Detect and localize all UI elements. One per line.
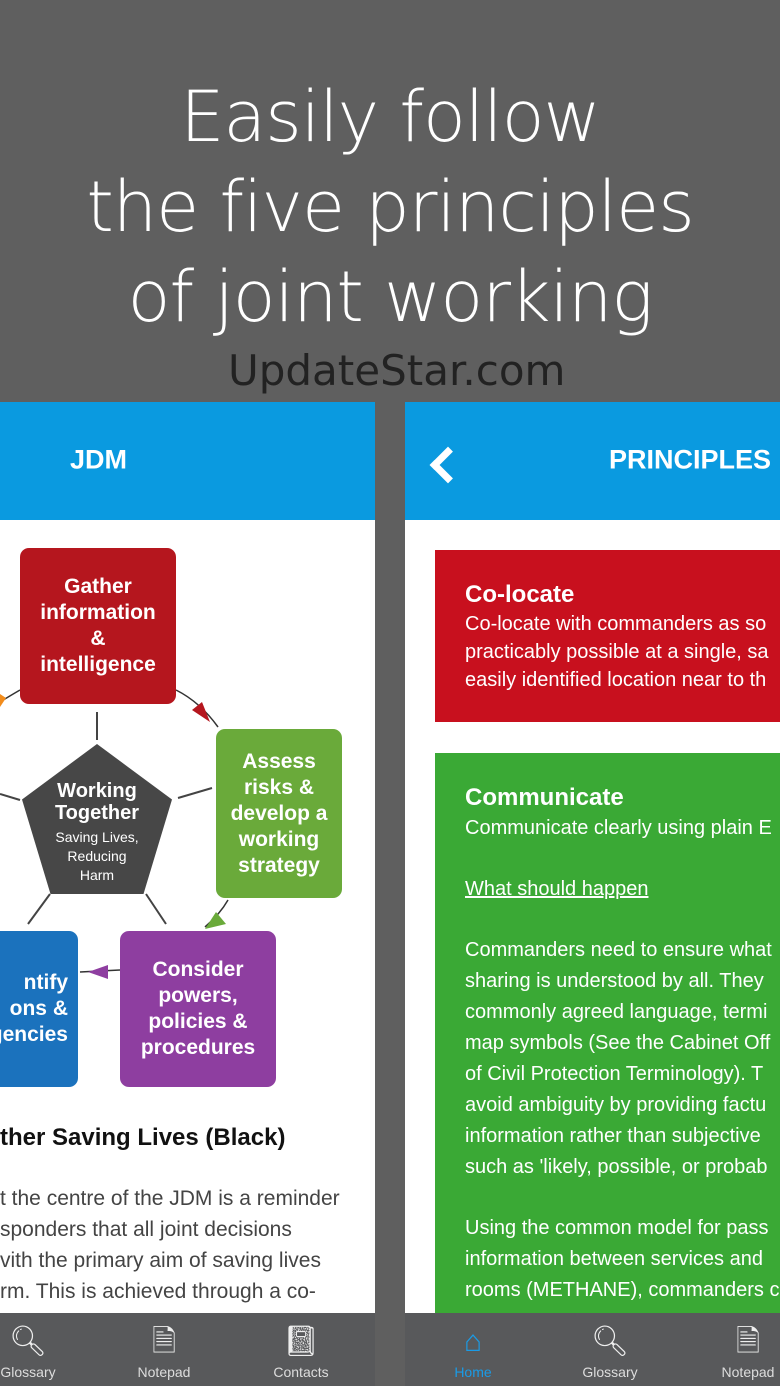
consider-powers-box[interactable]: Consider powers, policies & procedures — [120, 931, 276, 1087]
box-text: powers, — [158, 984, 238, 1007]
box-text: & — [90, 627, 106, 650]
assess-risks-box[interactable]: Assess risks & develop a working strateg… — [216, 729, 342, 898]
box-text: strategy — [238, 853, 320, 877]
box-text: risks & — [243, 775, 315, 799]
jdm-description: ther Saving Lives (Black) t the centre o… — [0, 1122, 375, 1307]
pentagon-subtitle: Harm — [79, 867, 115, 883]
headline: Easily follow the five principles of joi… — [0, 72, 780, 342]
card-line: Communicate clearly using plain E — [465, 817, 772, 839]
nav-home[interactable]: ⌂ Home — [428, 1320, 518, 1380]
what-should-happen-link[interactable]: What should happen — [465, 878, 649, 900]
search-icon: 🔍︎ — [8, 1325, 48, 1358]
paragraph-1: Commanders need to ensure what sharing i… — [465, 935, 780, 1183]
card-title: Communicate — [465, 784, 624, 811]
bottom-nav: ⌂ Home 🔍︎ Glossary 🗎︎ Notepad — [405, 1313, 780, 1386]
pentagon-subtitle: Saving Lives, — [55, 829, 139, 845]
headline-line: Easily follow — [180, 76, 601, 158]
diagram-arrows — [0, 689, 229, 979]
body-line: rm. This is achieved through a co- — [0, 1280, 316, 1303]
box-text: information — [40, 601, 156, 624]
card-line: Commanders need to ensure what — [465, 939, 772, 961]
box-text: ntify — [23, 971, 68, 994]
nav-notepad[interactable]: 🗎︎ Notepad — [703, 1320, 780, 1380]
box-text: develop a — [230, 801, 328, 825]
headline-line: of joint working — [127, 256, 654, 338]
body-line: sponders that all joint decisions — [0, 1218, 292, 1241]
nav-label: Glossary — [0, 1364, 56, 1380]
notepad-icon: 🗎︎ — [151, 1325, 177, 1358]
card-line: of Civil Protection Terminology). T — [465, 1063, 764, 1085]
watermark: UpdateStar.com — [228, 346, 566, 395]
card-line: Using the common model for pass — [465, 1217, 769, 1239]
card-title: Co-locate — [465, 581, 575, 608]
nav-contacts[interactable]: 📓︎ Contacts — [256, 1320, 346, 1380]
card-line: avoid ambiguity by providing factu — [465, 1094, 767, 1116]
box-text: Consider — [152, 958, 244, 981]
card-line: information between services and — [465, 1248, 763, 1270]
card-line: sharing is understood by all. They — [465, 970, 764, 992]
communicate-card[interactable]: Communicate Communicate clearly using pl… — [435, 753, 780, 1353]
body-line: t the centre of the JDM is a reminder — [0, 1187, 340, 1210]
screen-title: JDM — [70, 444, 128, 475]
principles-screen: PRINCIPLES Co-locate Co-locate with comm… — [405, 402, 780, 1386]
box-text: procedures — [140, 1036, 256, 1059]
nav-label: Contacts — [273, 1364, 329, 1380]
nav-notepad[interactable]: 🗎︎ Notepad — [119, 1320, 209, 1380]
contacts-icon: 📓︎ — [281, 1325, 321, 1358]
gather-information-box[interactable]: Gather information & intelligence — [20, 548, 176, 704]
identify-options-box[interactable]: ntify ons & gencies — [0, 931, 78, 1087]
nav-glossary[interactable]: 🔍︎ Glossary — [0, 1320, 73, 1380]
pentagon-title: Working — [57, 780, 137, 802]
nav-label: Notepad — [721, 1364, 775, 1380]
card-line: rooms (METHANE), commanders c — [465, 1279, 780, 1301]
bottom-nav: 🔍︎ Glossary 🗎︎ Notepad 📓︎ Contacts — [0, 1313, 375, 1386]
screen-title: PRINCIPLES — [609, 444, 772, 475]
pentagon-title: Together — [54, 802, 140, 824]
paragraph-2: Using the common model for pass informat… — [465, 1213, 780, 1306]
home-icon: ⌂ — [463, 1325, 483, 1358]
card-line: information rather than subjective — [465, 1125, 761, 1147]
box-text: working — [238, 827, 320, 851]
box-text: Gather — [64, 575, 132, 598]
nav-label: Glossary — [582, 1364, 638, 1380]
pentagon-subtitle: Reducing — [67, 848, 127, 864]
box-text: Assess — [242, 749, 316, 773]
nav-label: Notepad — [137, 1364, 191, 1380]
headline-line: the five principles — [86, 166, 694, 248]
nav-label: Home — [454, 1364, 492, 1380]
section-heading: ther Saving Lives (Black) — [0, 1124, 286, 1151]
colocate-card[interactable]: Co-locate Co-locate with commanders as s… — [435, 550, 780, 722]
box-text: ons & — [9, 997, 68, 1020]
card-line: such as 'likely, possible, or probab — [465, 1156, 768, 1178]
jdm-screen: JDM Gather information & intelligence As… — [0, 402, 375, 1386]
back-chevron-icon[interactable] — [429, 446, 467, 484]
box-text: gencies — [0, 1023, 68, 1046]
card-line: practicably possible at a single, sa — [465, 641, 769, 663]
card-line: easily identified location near to th — [465, 669, 767, 691]
card-line: Co-locate with commanders as so — [465, 613, 767, 635]
card-line: commonly agreed language, termi — [465, 1001, 768, 1023]
box-text: policies & — [148, 1010, 248, 1033]
body-line: vith the primary aim of saving lives — [0, 1249, 321, 1272]
notepad-icon: 🗎︎ — [735, 1325, 761, 1358]
search-icon: 🔍︎ — [590, 1325, 630, 1358]
box-text: intelligence — [40, 653, 156, 676]
app-bar: JDM — [0, 402, 375, 520]
card-line: map symbols (See the Cabinet Off — [465, 1032, 771, 1054]
nav-glossary[interactable]: 🔍︎ Glossary — [565, 1320, 655, 1380]
app-bar: PRINCIPLES — [405, 402, 780, 520]
